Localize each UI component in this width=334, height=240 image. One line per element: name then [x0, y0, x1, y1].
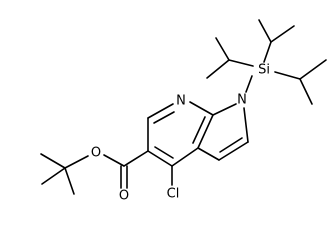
ester-oxygen-label: O: [91, 146, 101, 161]
c5-carbonyl-bond: [123, 150, 149, 167]
c4-c3a-bond: [171, 147, 199, 167]
n7-c6-double-bond: [153, 111, 175, 124]
si-isopropyl3-bond: [274, 71, 301, 80]
isopropyl2-branch-a: [215, 37, 230, 61]
tbutyl-methyl-a: [40, 153, 66, 169]
molecule-canvas: Si N N O O Cl: [40, 19, 327, 204]
c2-c3-bond: [218, 141, 249, 161]
pyrrole-ring: [197, 103, 249, 161]
silicon-label: Si: [258, 63, 270, 78]
pyridine-nitrogen-label: N: [176, 94, 186, 109]
isopropyl3-branch-b: [299, 78, 313, 105]
isopropyl3-branch-a: [299, 59, 327, 80]
isopropyl1-branch-a: [258, 19, 272, 43]
n1-c7a-bond: [212, 103, 237, 116]
tert-butyl-ester-group: [40, 150, 149, 195]
pyrrole-nitrogen-label: N: [237, 93, 247, 108]
n7-c6-bond: [147, 103, 174, 119]
structure-drawing: Si N N O O Cl: [40, 19, 327, 204]
c5-c4-bond: [147, 150, 173, 167]
si-n-bond: [245, 75, 253, 93]
c5-c4-double-bond: [154, 146, 174, 159]
carbonyl-oxygen-label: O: [119, 189, 129, 204]
tbutyl-methyl-b: [41, 167, 66, 185]
c7a-c3a-double-bond: [192, 116, 206, 144]
triisopropylsilyl-group: [206, 19, 327, 105]
tbutyl-methyl-c: [64, 167, 75, 195]
isopropyl2-branch-b: [206, 59, 230, 79]
n1-c2-bond: [243, 107, 249, 143]
ester-o-tbutyl-bond: [64, 155, 89, 169]
chlorine-label: Cl: [167, 187, 180, 202]
carbonyl-ester-o-bond: [103, 154, 125, 167]
c2-c3-double-bond: [219, 137, 243, 153]
c3-c3a-bond: [197, 147, 220, 161]
c7a-n7-bond: [189, 101, 214, 116]
si-isopropyl1-bond: [263, 41, 272, 63]
si-isopropyl2-bond: [228, 59, 254, 67]
c7a-c3a-bond: [197, 114, 214, 149]
isopropyl1-branch-b: [270, 25, 295, 43]
pyridine-ring: [147, 101, 214, 167]
